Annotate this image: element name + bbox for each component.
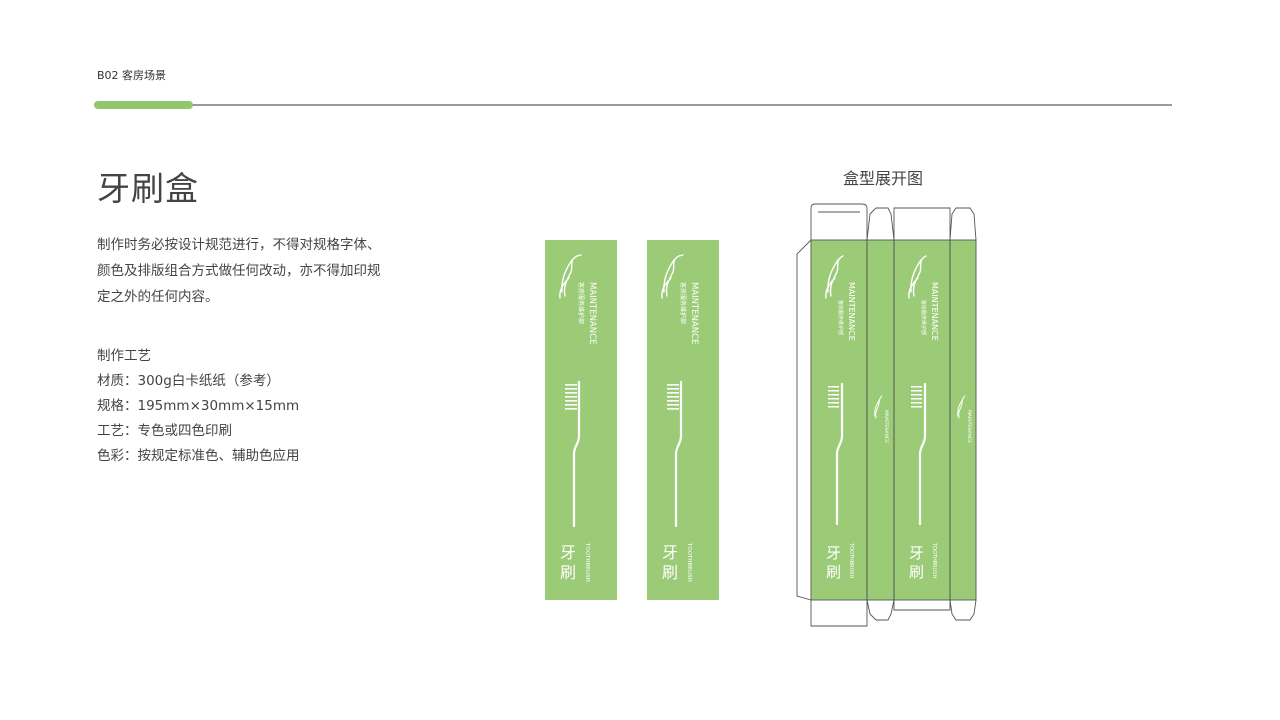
spec-craft: 工艺：专色或四色印刷 <box>97 423 232 439</box>
brand-en-label: MAINTENANCE <box>587 282 597 344</box>
side-brand-label: MAINTENANCE <box>966 410 972 443</box>
product-cn-1: 牙 <box>909 544 924 562</box>
product-cn-2: 刷 <box>826 563 841 581</box>
product-en-label: TOOTHBRUSH <box>931 542 937 578</box>
brand-en-label: MAINTENANCE <box>689 282 699 344</box>
brand-cn-label: 客房服务维护部 <box>837 300 844 335</box>
product-cn-1: 牙 <box>560 543 576 562</box>
brand-cn-label: 客房服务维护部 <box>920 300 927 335</box>
die-line: MAINTENANCE 客房服务维护部 牙 刷 TOOTHBRUSH MAINT… <box>796 203 977 627</box>
brand-cn-label: 客房服务维护部 <box>577 282 585 324</box>
side-brand-label: MAINTENANCE <box>883 410 889 443</box>
product-cn-2: 刷 <box>560 563 576 582</box>
box-front-1: MAINTENANCE 客房服务维护部 牙 刷 TOOTHBRUSH <box>543 238 619 602</box>
header-rule-accent <box>94 101 193 109</box>
brand-cn-label: 客房服务维护部 <box>679 282 687 324</box>
brand-en-label: MAINTENANCE <box>930 282 939 341</box>
spec-size: 规格：195mm×30mm×15mm <box>97 398 300 414</box>
description: 制作时务必按设计规范进行，不得对规格字体、颜色及排版组合方式做任何改动，亦不得加… <box>97 237 381 305</box>
box-front-2: MAINTENANCE 客房服务维护部 牙 刷 TOOTHBRUSH <box>645 238 721 602</box>
product-en-label: TOOTHBRUSH <box>584 542 590 582</box>
diagram-title: 盒型展开图 <box>843 169 924 188</box>
product-cn-2: 刷 <box>909 563 924 581</box>
spec-material: 材质：300g白卡纸纸（参考） <box>97 373 280 389</box>
brand-en-label: MAINTENANCE <box>847 282 856 341</box>
product-cn-1: 牙 <box>662 543 678 562</box>
page-title: 牙刷盒 <box>97 169 199 208</box>
spec-color: 色彩：按规定标准色、辅助色应用 <box>97 448 300 464</box>
header-rule <box>94 104 1172 106</box>
spec-heading: 制作工艺 <box>97 348 151 364</box>
spec-list: 制作工艺 材质：300g白卡纸纸（参考） 规格：195mm×30mm×15mm … <box>97 344 300 469</box>
section-code: B02 客房场景 <box>97 69 167 82</box>
product-cn-1: 牙 <box>826 544 841 562</box>
product-en-label: TOOTHBRUSH <box>848 542 854 578</box>
product-cn-2: 刷 <box>662 563 678 582</box>
product-en-label: TOOTHBRUSH <box>686 542 692 582</box>
